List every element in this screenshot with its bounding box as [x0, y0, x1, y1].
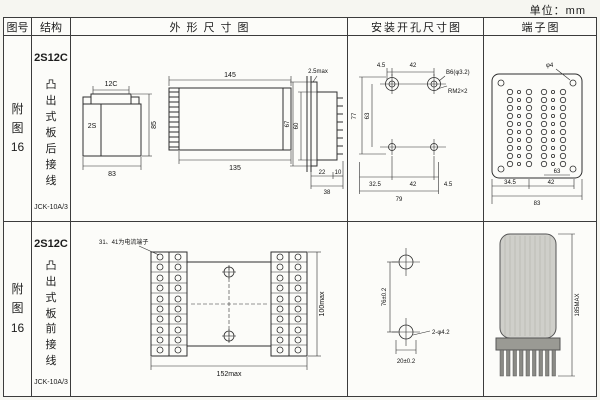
unit-label: 单位：mm: [529, 5, 586, 17]
structure-label: 凸出式板前接线: [45, 259, 57, 368]
dim-42-bottom: 42: [410, 182, 417, 188]
fig-number-row2: 附图16: [4, 222, 32, 396]
header-col-install: 安装开孔尺寸图: [348, 18, 484, 36]
dim-83-terminal: 83: [534, 201, 541, 207]
install-cell-row2: 76±0.2 2-φ4.2 20±0.2: [348, 222, 484, 396]
terminal-cell-row2: 185MAX: [484, 222, 596, 396]
dim-22: 22: [319, 170, 326, 176]
install-hole-drawing-row1: 4.5 42 B6(φ3.2) RM2×2 77 63 32.5 42 4.5 …: [352, 63, 470, 203]
dim-38: 38: [324, 190, 331, 196]
fig-number-text: 附图16: [10, 101, 25, 155]
dim-79: 79: [396, 197, 403, 203]
relay-front-view: [82, 86, 152, 170]
hole-spec-label: 2-φ4.2: [432, 330, 450, 336]
dim-10: 10: [335, 170, 342, 176]
dim-60: 60: [294, 122, 300, 129]
header-col-fig: 图号: [4, 18, 32, 36]
dim-76: 76±0.2: [382, 287, 388, 306]
fig-number-text: 附图16: [10, 282, 25, 335]
dim-63: 63: [365, 112, 371, 119]
dim-185max: 185MAX: [575, 293, 581, 316]
terminal-layout: [138, 245, 321, 370]
dim-2s: 2S: [88, 123, 97, 130]
dim-67: 67: [285, 120, 291, 127]
install-hole-drawing-row2: 76±0.2 2-φ4.2 20±0.2: [382, 248, 450, 365]
dim-135: 135: [229, 165, 241, 172]
dim-77: 77: [352, 112, 358, 119]
dim-42-top: 42: [410, 63, 417, 69]
type-code-label: JCK-10A/3: [34, 204, 68, 211]
type-code-label: JCK-10A/3: [34, 379, 68, 386]
dim-63-terminal: 63: [554, 169, 561, 175]
dim-32-5: 32.5: [369, 182, 381, 188]
header-col-terminal: 端子图: [484, 18, 596, 36]
header-col-outline: 外形尺寸图: [71, 18, 348, 36]
dim-83: 83: [108, 171, 116, 178]
relay-side-view: [168, 76, 292, 164]
terminal-diagram-row1: φ4 34.5 42 63 83: [491, 63, 583, 207]
terminal-side-view: 185MAX: [495, 233, 581, 377]
panel-section-view: [290, 75, 344, 189]
dim-34-5: 34.5: [504, 180, 516, 186]
dim-phi4: φ4: [546, 63, 554, 69]
mounting-holes: [387, 248, 431, 354]
dim-152max: 152max: [217, 371, 242, 378]
model-label: 2S12C: [34, 238, 68, 250]
outline-cell-row1: 12C 2S 83 85 145 135: [71, 36, 348, 222]
outline-drawing-rear-wiring: 12C 2S 83 85 145 135: [82, 69, 344, 196]
relay-profile-view: [495, 233, 575, 377]
mounting-hole-pattern: [359, 68, 448, 194]
fig-number-row1: 附图16: [4, 36, 32, 222]
dim-20: 20±0.2: [397, 359, 416, 365]
structure-label: 凸出式板后接线: [45, 79, 57, 187]
outline-cell-row2: 31、41为电流端子 100max 152max: [71, 222, 348, 396]
dim-2-5max: 2.5max: [308, 69, 328, 75]
dim-12c: 12C: [105, 81, 118, 88]
terminal-board: [491, 68, 583, 204]
model-label: 2S12C: [34, 52, 68, 64]
dim-100max: 100max: [319, 291, 326, 316]
structure-cell-row1: 2S12C 凸出式板后接线 JCK-10A/3: [32, 36, 71, 222]
install-cell-row1: 4.5 42 B6(φ3.2) RM2×2 77 63 32.5 42 4.5 …: [348, 36, 484, 222]
dim-4-5-top: 4.5: [377, 63, 386, 69]
dim-85: 85: [151, 121, 158, 129]
structure-cell-row2: 2S12C 凸出式板前接线 JCK-10A/3: [32, 222, 71, 396]
outline-drawing-front-wiring: 31、41为电流端子 100max 152max: [99, 238, 326, 378]
header-col-structure: 结构: [32, 18, 71, 36]
terminal-cell-row1: φ4 34.5 42 63 83: [484, 36, 596, 222]
dim-145: 145: [224, 72, 236, 79]
thread-spec-label: RM2×2: [448, 89, 468, 95]
dim-4-5-bottom: 4.5: [444, 182, 453, 188]
dim-42: 42: [548, 180, 555, 186]
dimension-table: 图号 结构 外形尺寸图 安装开孔尺寸图 端子图 附图16 2S12C 凸出式板后…: [3, 17, 597, 397]
hole-spec-label: B6(φ3.2): [446, 70, 470, 76]
current-terminal-note: 31、41为电流端子: [99, 238, 148, 246]
